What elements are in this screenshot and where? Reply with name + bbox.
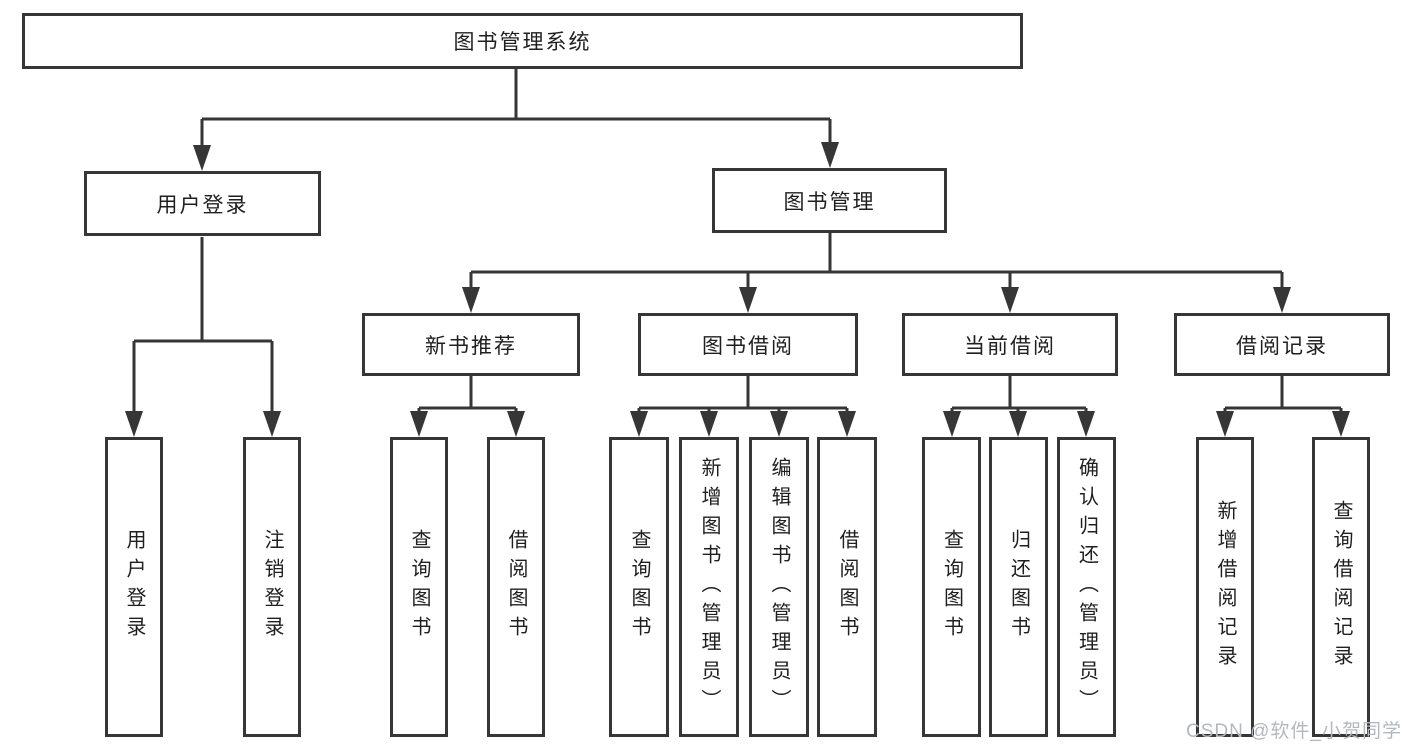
node-book-borrowing: 图书借阅 (638, 313, 858, 376)
arrowhead-icons (125, 142, 1350, 437)
leaf-borrowing-borrow-book: 借阅图书 (817, 437, 877, 737)
node-book-management: 图书管理 (712, 168, 947, 233)
node-current-borrowing: 当前借阅 (902, 313, 1118, 376)
leaf-current-query-book: 查询图书 (922, 437, 981, 737)
leaf-recommend-query-book: 查询图书 (390, 437, 448, 737)
node-new-book-recommendation: 新书推荐 (362, 313, 580, 376)
node-borrowing-records: 借阅记录 (1174, 313, 1390, 376)
leaf-records-add-record: 新增借阅记录 (1196, 437, 1254, 737)
leaf-current-return-book: 归还图书 (989, 437, 1048, 737)
leaf-borrowing-query-book: 查询图书 (609, 437, 669, 737)
leaf-borrowing-edit-book-admin: 编辑图书（管理员） (749, 437, 809, 737)
leaf-borrowing-add-book-admin: 新增图书（管理员） (679, 437, 739, 737)
node-user-login: 用户登录 (84, 171, 321, 236)
node-root-system: 图书管理系统 (22, 13, 1023, 69)
leaf-records-query-record: 查询借阅记录 (1312, 437, 1370, 737)
leaf-user-login: 用户登录 (105, 437, 163, 737)
watermark: CSDN @软件_小贺同学 (1186, 721, 1402, 742)
leaf-recommend-borrow-book: 借阅图书 (487, 437, 545, 737)
leaf-current-confirm-return-admin: 确认归还（管理员） (1057, 437, 1116, 737)
leaf-logout-login: 注销登录 (243, 437, 301, 737)
